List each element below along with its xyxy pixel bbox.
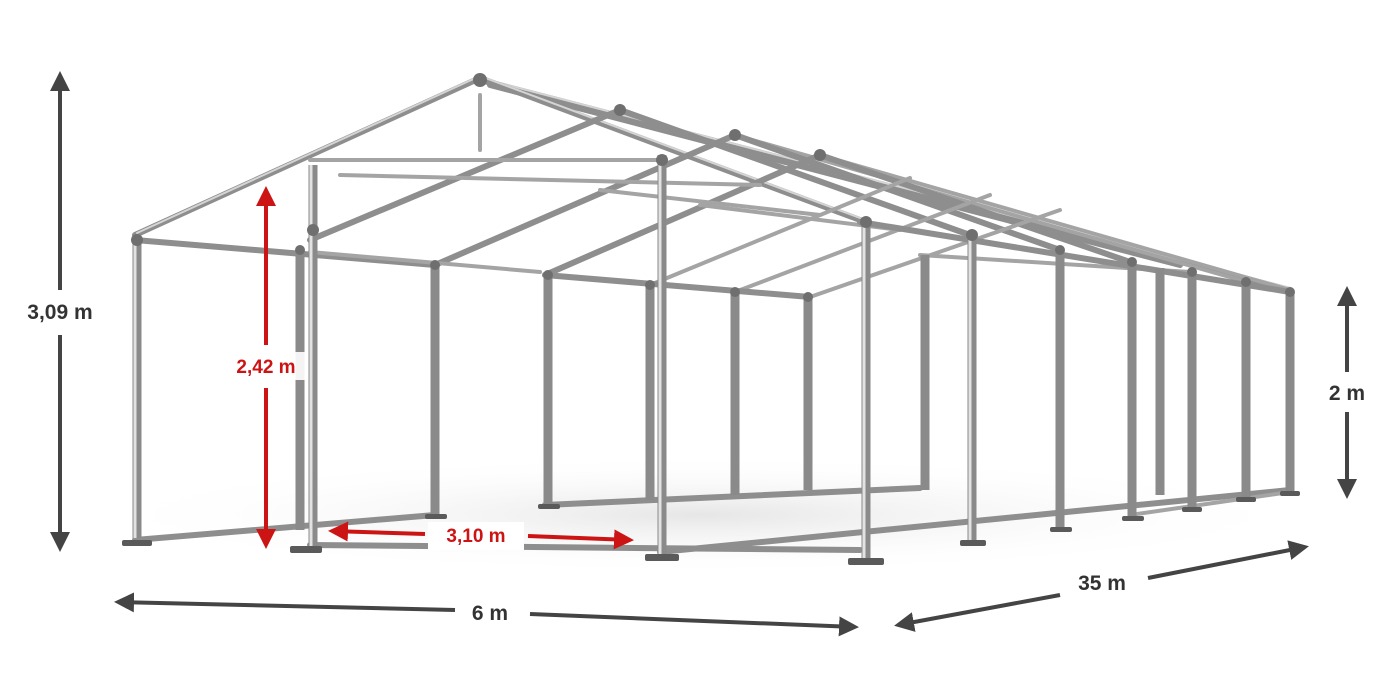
base-plates [122, 491, 1300, 565]
module-spacing-dimension: 3,10 m [328, 521, 634, 550]
side-height-label: 2 m [1329, 382, 1365, 405]
ridge-clearance-label: 2,42 m [236, 357, 295, 378]
tent-frame [122, 73, 1300, 565]
length-dimension: 35 m [894, 540, 1309, 632]
width-dimension: 6 m [114, 592, 859, 637]
total-height-dimension: 3,09 m [27, 71, 93, 552]
total-height-label: 3,09 m [27, 301, 92, 324]
length-label: 35 m [1078, 572, 1126, 595]
module-spacing-label: 3,10 m [446, 526, 505, 547]
side-height-dimension: 2 m [1329, 286, 1365, 499]
ridge-clearance-dimension: 2,42 m [226, 186, 306, 549]
width-label: 6 m [472, 602, 508, 625]
frame-joints [131, 73, 1295, 302]
